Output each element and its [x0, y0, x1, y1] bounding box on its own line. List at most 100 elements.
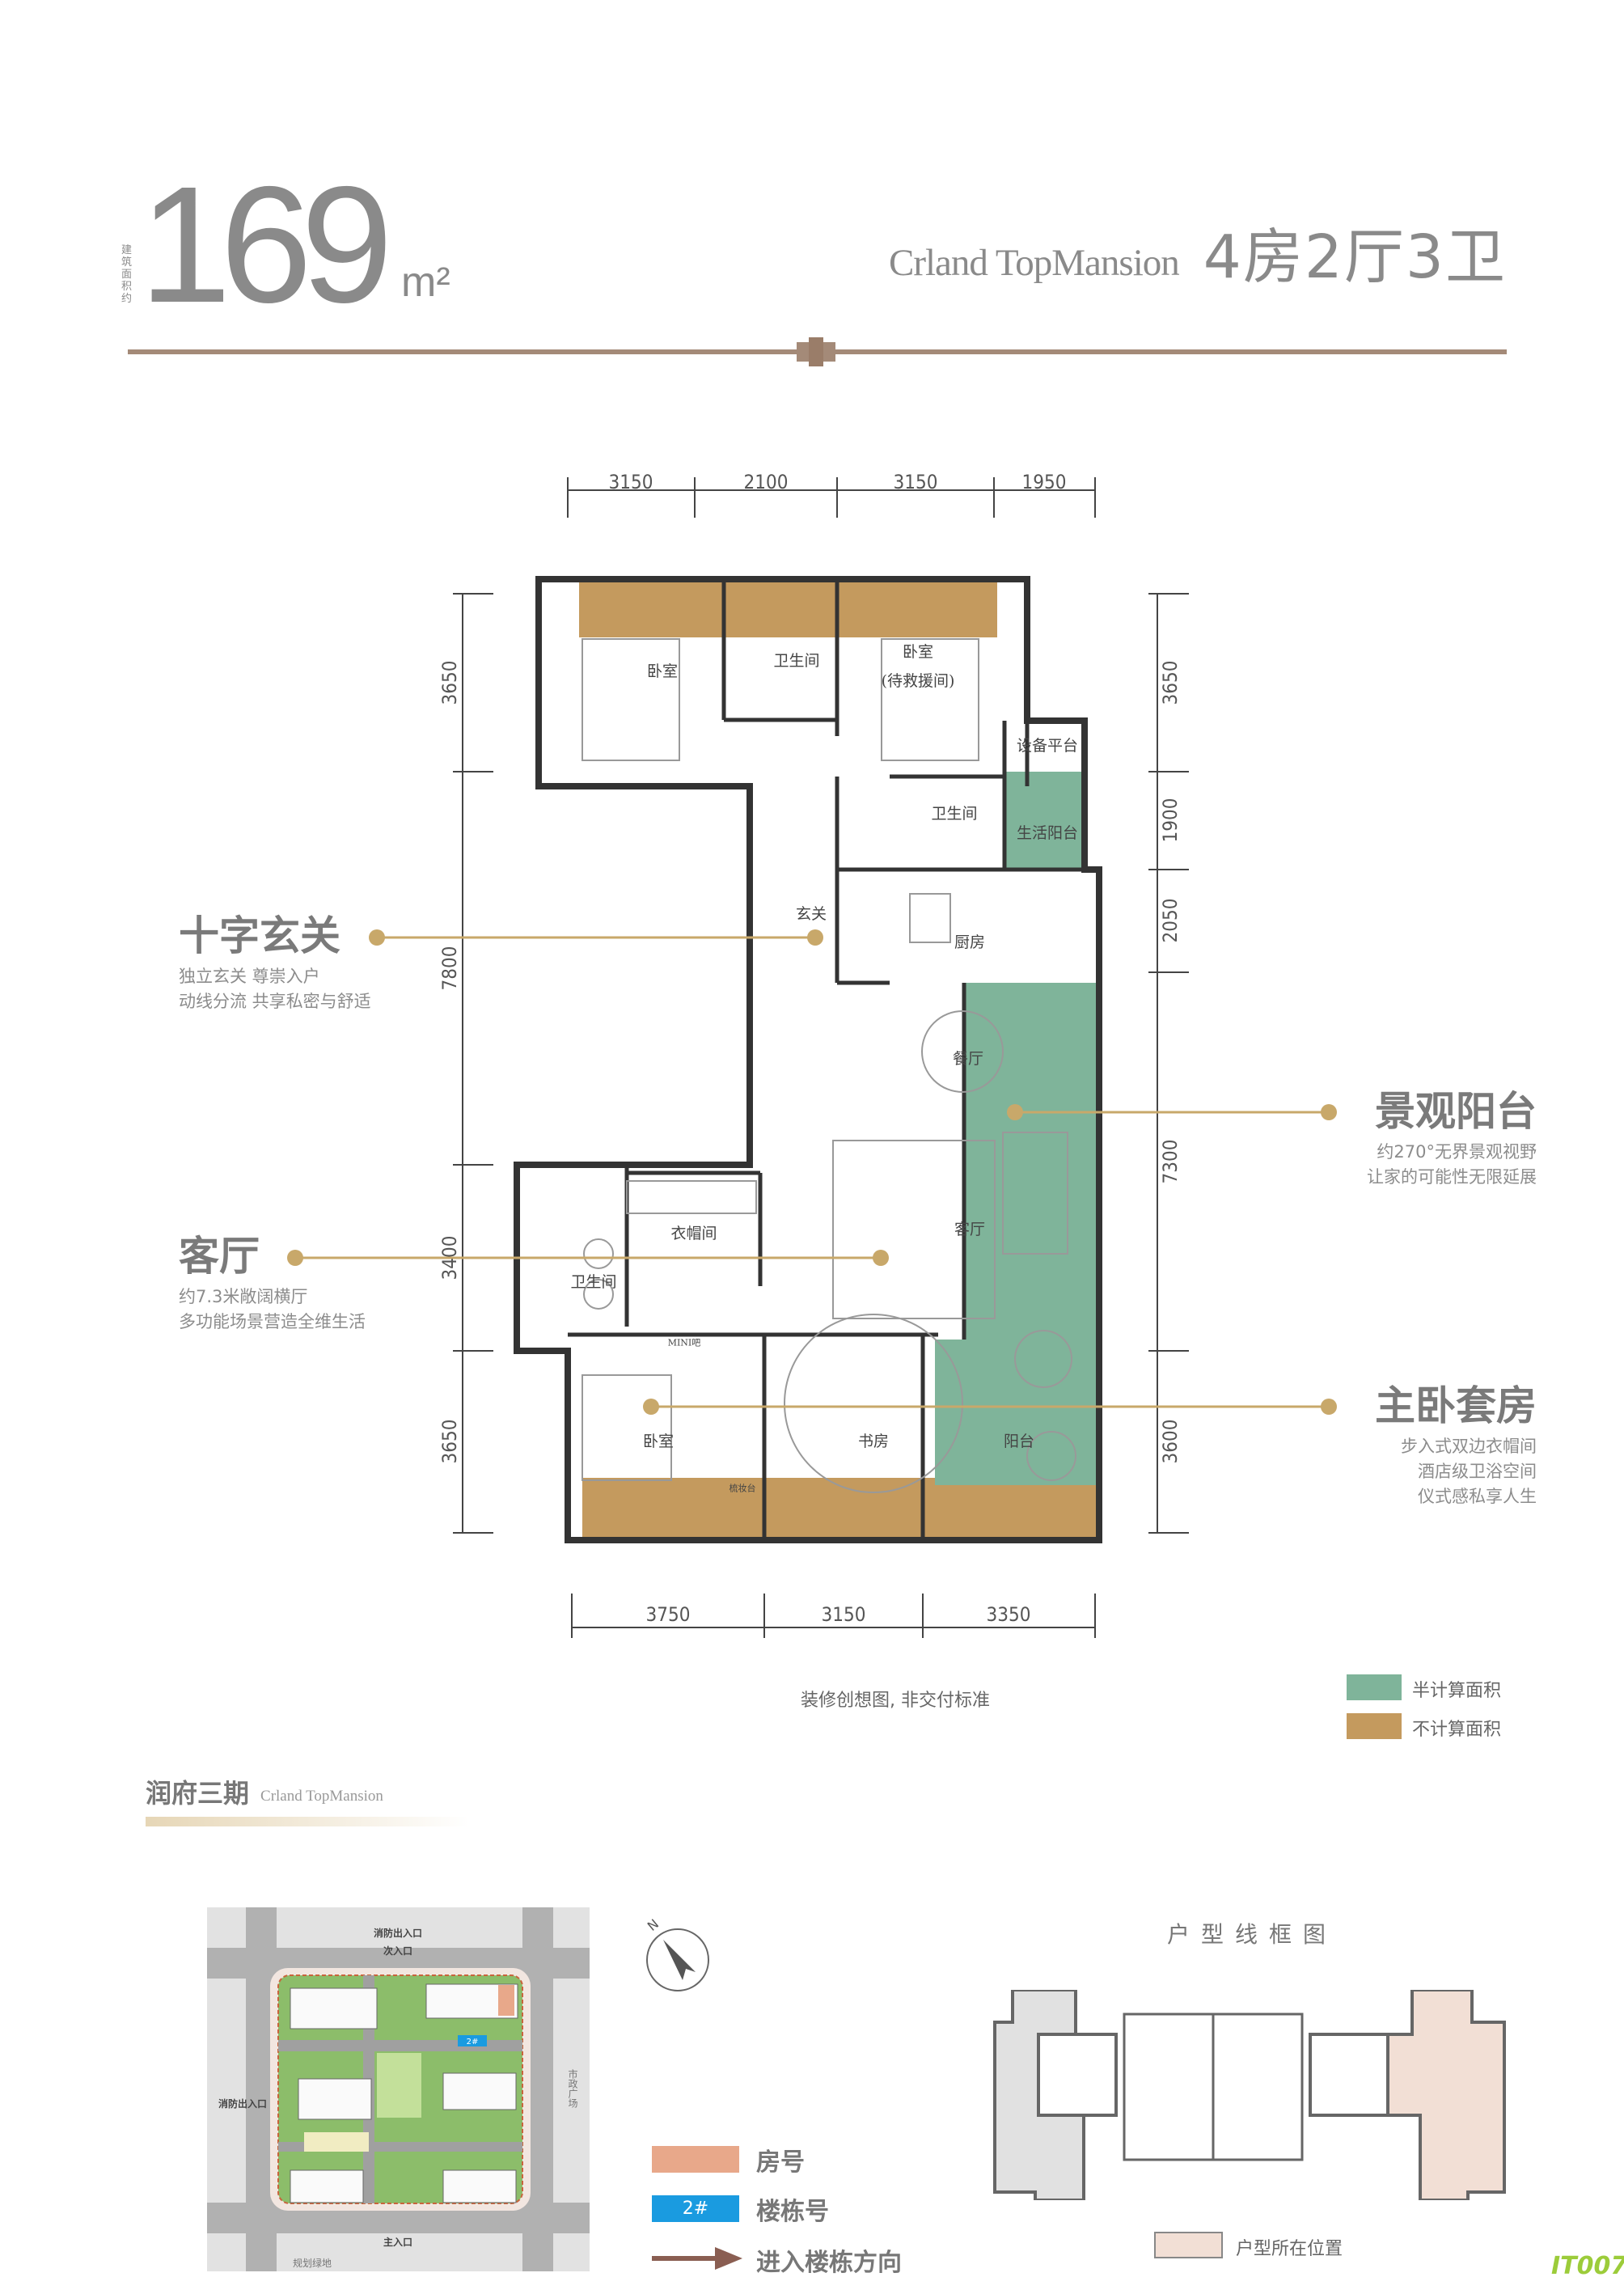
- room-mini-bar: MINI吧: [667, 1337, 701, 1348]
- callout-line: 让家的可能性无限延展: [1367, 1167, 1537, 1187]
- callout-dot: [807, 929, 823, 946]
- legend-label-unit: 房号: [756, 2148, 805, 2177]
- room-study: 书房: [857, 1433, 890, 1450]
- callout-dot: [643, 1399, 659, 1415]
- legend-label-excluded-area: 不计算面积: [1412, 1720, 1502, 1740]
- plant-icon: [1014, 1330, 1072, 1388]
- exterior-walls: [514, 576, 1102, 1543]
- label-planned-green: 规划绿地: [293, 2257, 332, 2269]
- callout-dots: [287, 929, 1337, 1415]
- bed: [582, 638, 680, 761]
- room-master-bedroom: 卧室: [642, 1433, 675, 1450]
- dim-bottom-3: 3350: [986, 1603, 1031, 1626]
- callout-living: 客厅 约7.3米敞阔横厅 多功能场景营造全维生活: [179, 1231, 366, 1335]
- callout-line: 酒店级卫浴空间: [1418, 1462, 1537, 1481]
- room-bathroom-1: 卫生间: [773, 652, 820, 670]
- entry-arrow-icon: [652, 2247, 742, 2270]
- area-unit: m²: [401, 259, 450, 306]
- room-walk-in-closet: 衣帽间: [670, 1225, 717, 1242]
- project-header: 润府三期 Crland TopMansion: [146, 1778, 383, 1809]
- excluded-area-fill: [579, 582, 1099, 1540]
- legend-label-entry-direction: 进入楼栋方向: [756, 2249, 902, 2277]
- legend-swatch-half-area: [1347, 1674, 1402, 1700]
- dim-left-1: 3650: [438, 660, 461, 705]
- building-tag: [458, 2035, 487, 2046]
- dimension-lines: [453, 477, 1189, 1638]
- callout-title: 主卧套房: [1375, 1382, 1537, 1429]
- dining-table: [921, 1010, 1004, 1093]
- rug: [832, 1140, 996, 1319]
- sofa: [1002, 1132, 1068, 1255]
- room-bedroom-1: 卧室: [646, 662, 679, 680]
- label-west-fire-gate: 消防出入口: [218, 2097, 267, 2110]
- study-rug: [784, 1314, 963, 1493]
- building-tag-label: 2#: [467, 2038, 479, 2046]
- room-utility-balcony: 生活阳台: [1016, 824, 1079, 842]
- callout-line: 约270°无界景观视野: [1377, 1142, 1537, 1162]
- callout-lines: [295, 936, 1329, 1408]
- callout-foyer: 十字玄关 独立玄关 尊崇入户 动线分流 共享私密与舒适: [179, 911, 371, 1014]
- callout-dot: [1321, 1399, 1337, 1415]
- callout-dot: [287, 1250, 303, 1266]
- room-foyer: 玄关: [795, 905, 827, 923]
- dim-top-2: 2100: [743, 471, 789, 493]
- courtyard: [304, 2132, 369, 2152]
- callout-line: 步入式双边衣帽间: [1401, 1437, 1537, 1456]
- legend-label-unit-location: 户型所在位置: [1236, 2239, 1343, 2259]
- legend-label-building: 楼栋号: [756, 2198, 829, 2226]
- callout-line: 动线分流 共享私密与舒适: [179, 992, 371, 1011]
- dim-left-4: 3650: [438, 1419, 461, 1464]
- compass-label: N: [645, 1916, 662, 1934]
- label-north-secondary-gate: 次入口: [383, 1945, 412, 1957]
- area-block: 建筑面积约 169 m²: [121, 162, 450, 328]
- sink-icon: [583, 1279, 614, 1310]
- dim-right-5: 3600: [1159, 1419, 1182, 1464]
- label-north-fire-gate: 消防出入口: [374, 1927, 422, 1939]
- bed: [881, 638, 979, 761]
- project-underline: [146, 1817, 469, 1826]
- project-name: 润府三期: [146, 1778, 250, 1809]
- divider-ornament-center: [809, 337, 823, 366]
- sink-icon: [583, 1238, 614, 1269]
- dim-top-1: 3150: [608, 471, 653, 493]
- callout-dot: [1007, 1104, 1023, 1120]
- room-bedroom-2: 卧室: [902, 643, 934, 661]
- half-area-fill: [935, 772, 1099, 1485]
- room-bathroom-2: 卫生间: [931, 805, 978, 823]
- room-dressing-table: 梳妆台: [729, 1483, 756, 1494]
- callout-line: 独立玄关 尊崇入户: [179, 967, 320, 986]
- callout-title: 十字玄关: [179, 912, 340, 959]
- interior-walls: [568, 579, 1085, 1540]
- furniture: [582, 638, 1076, 1493]
- area-value: 169: [139, 152, 393, 337]
- callout-line: 仪式感私享人生: [1418, 1487, 1537, 1506]
- floor-wireframe: [993, 1990, 1506, 2200]
- unit-right-highlight: [1386, 1990, 1506, 2200]
- brand-name: Crland TopMansion: [889, 241, 1180, 284]
- north-arrow-icon: N: [645, 1916, 709, 1991]
- dim-bottom-2: 3150: [821, 1603, 866, 1626]
- dim-top-3: 3150: [893, 471, 938, 493]
- core-right: [1309, 2033, 1389, 2117]
- disclaimer-note: 装修创想图, 非交付标准: [801, 1691, 990, 1711]
- kitchen-counter: [909, 893, 951, 943]
- room-kitchen: 厨房: [954, 933, 986, 951]
- room-equipment-platform: 设备平台: [1016, 737, 1079, 755]
- legend-label-half-area: 半计算面积: [1412, 1681, 1502, 1701]
- dim-right-3: 2050: [1159, 898, 1182, 943]
- dim-right-1: 3650: [1159, 660, 1182, 705]
- label-municipal-plaza: 市政广场: [567, 2068, 578, 2108]
- legend-swatch-unit-location: [1154, 2232, 1223, 2258]
- buildings: [290, 1983, 518, 2203]
- callout-balcony: 景观阳台 约270°无界景观视野 让家的可能性无限延展: [1367, 1086, 1537, 1190]
- room-living: 客厅: [954, 1221, 986, 1238]
- callout-line: 约7.3米敞阔横厅: [179, 1287, 308, 1306]
- legend-swatch-unit: [652, 2146, 739, 2173]
- central-lawn: [377, 2053, 421, 2118]
- callout-title: 客厅: [179, 1233, 260, 1280]
- core-left: [1037, 2033, 1118, 2117]
- legend-swatch-building: 2#: [652, 2195, 739, 2222]
- project-brand: Crland TopMansion: [260, 1787, 383, 1805]
- layout-title: 4房2厅3卫: [1203, 222, 1507, 292]
